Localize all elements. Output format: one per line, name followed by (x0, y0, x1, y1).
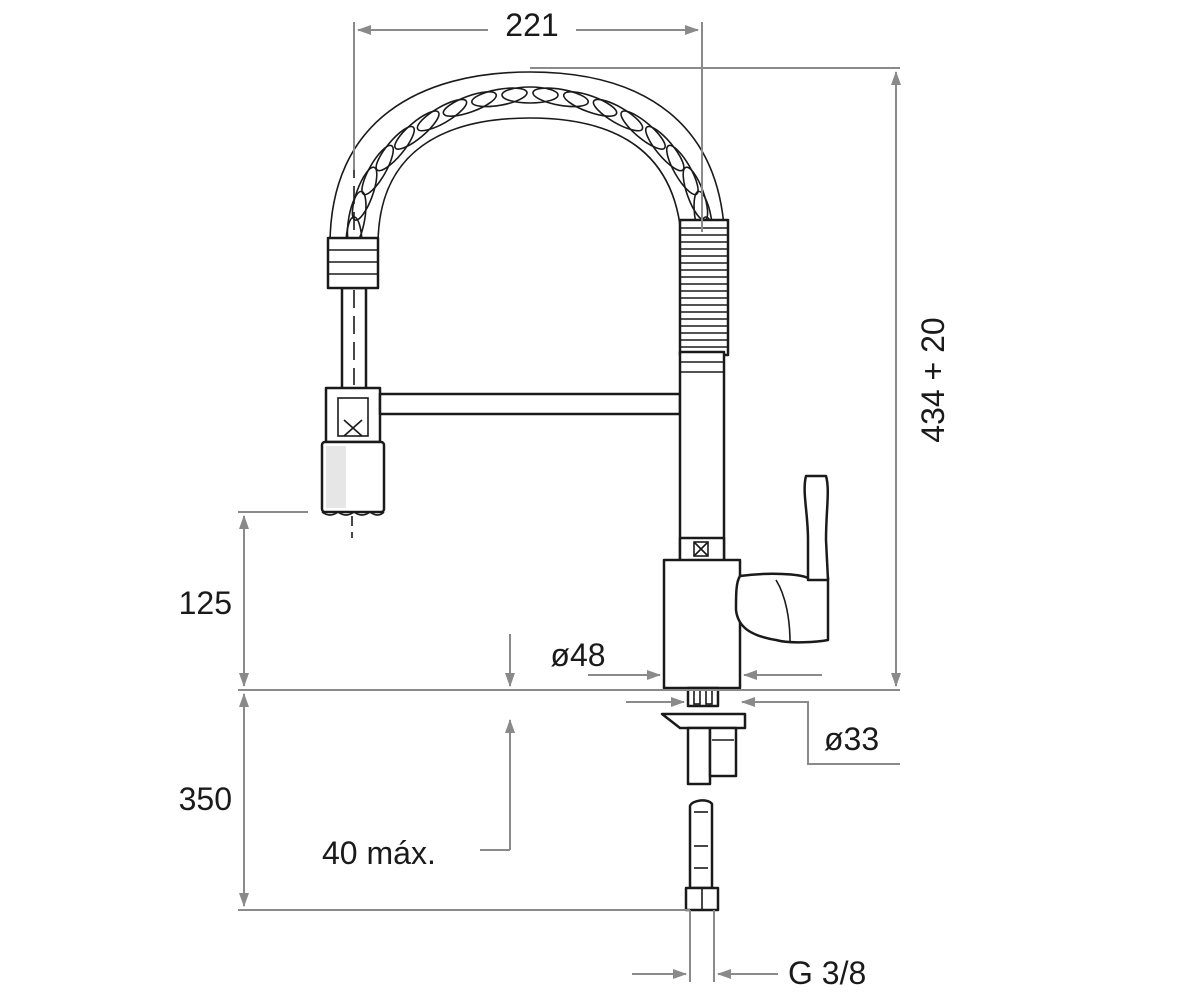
spring-coil (416, 98, 468, 132)
label-spout-reach: 221 (505, 7, 558, 43)
spring-coil (470, 87, 528, 108)
label-thread: G 3/8 (788, 955, 866, 991)
faucet-outline (320, 71, 830, 912)
spring-coil (562, 91, 618, 117)
spring-coil (375, 125, 416, 172)
label-body-diameter: ø48 (550, 637, 605, 673)
spray-head (320, 386, 386, 538)
spring-coil (394, 110, 440, 150)
label-mount-diameter: ø33 (824, 721, 879, 757)
spring-coil (592, 98, 644, 132)
label-total-height: 434 + 20 (915, 317, 951, 442)
dimension-labels: 221 434 + 20 125 ø48 ø33 350 40 máx. G 3… (179, 7, 951, 991)
main-column (678, 350, 726, 564)
lever-handle (734, 474, 830, 644)
left-spring-sleeve (326, 236, 380, 290)
spring-hose-inner (377, 117, 683, 251)
dimension-lines (238, 22, 901, 982)
spring-coil (442, 91, 498, 117)
mounting-base (660, 686, 747, 786)
spring-coil (501, 86, 559, 104)
faucet-body (662, 558, 742, 690)
spring-coils (345, 86, 715, 274)
label-shank-length: 350 (179, 781, 232, 817)
spring-coil (351, 166, 378, 221)
right-corrugated-sleeve (678, 218, 730, 357)
spring-coil (361, 144, 395, 196)
holder-arm (378, 392, 682, 416)
flex-hose (684, 799, 720, 912)
spring-coil (620, 110, 666, 150)
label-counter-thickness: 40 máx. (322, 835, 436, 871)
spring-coil (644, 125, 685, 172)
label-spout-clearance: 125 (179, 585, 232, 621)
spring-coil (532, 87, 590, 108)
